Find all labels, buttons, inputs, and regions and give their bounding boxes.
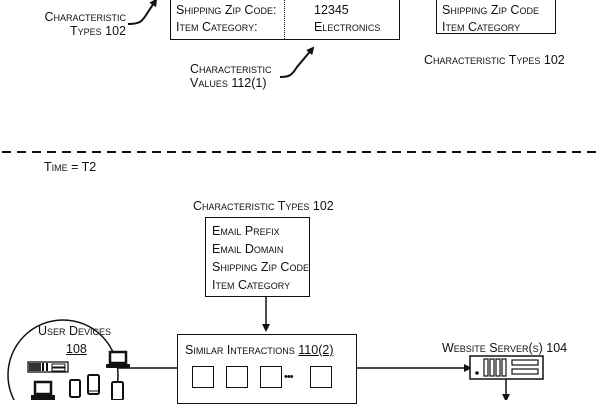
similar-interactions-label: Similar Interactions 110(2) [185, 343, 334, 357]
table-row: Shipping Zip Code: [176, 3, 276, 17]
user-devices-label: User Devices [38, 324, 112, 338]
callout-line: Values 112(1) [190, 76, 267, 90]
callout-line: Types 102 [70, 24, 126, 38]
characteristic-type: Item Category: [176, 20, 258, 34]
types-callout-label: Characteristic Types 102 [38, 10, 126, 38]
callout-line: Characteristic [44, 10, 126, 24]
values-callout-arrow [279, 46, 315, 78]
type-item: Item Category [442, 20, 521, 34]
label-text: Similar Interactions [185, 343, 295, 357]
table-row: Item Category: [176, 20, 258, 34]
laptop-icon [106, 350, 130, 368]
laptop-icon [31, 380, 55, 400]
values-callout-label: Characteristic Values 112(1) [190, 62, 272, 90]
characteristic-types-box: Email Prefix Email Domain Shipping Zip C… [205, 217, 310, 297]
tablet-icon [111, 381, 124, 400]
interaction-square [260, 366, 282, 388]
ellipsis: ••• [284, 371, 294, 383]
type-item: Email Prefix [212, 224, 280, 238]
interaction-square [226, 366, 248, 388]
right-types-box: Shipping Zip Code Item Category [436, 0, 556, 34]
website-servers-label: Website Server(s) 104 [442, 341, 568, 355]
smartphone-icon [87, 374, 100, 395]
type-item: Shipping Zip Code [212, 260, 309, 274]
type-item: Shipping Zip Code [442, 3, 539, 17]
characteristic-type: Shipping Zip Code: [176, 3, 277, 17]
tablet-icon [69, 379, 81, 398]
interaction-square [310, 366, 332, 388]
table-row-value: 12345 [314, 3, 349, 17]
types-label: Characteristic Types 102 [193, 199, 334, 213]
table-column-divider [284, 0, 285, 39]
interaction-square [192, 366, 214, 388]
characteristic-value: Electronics [314, 20, 381, 34]
right-types-label: Characteristic Types 102 [424, 53, 565, 67]
user-devices-ref: 108 [66, 342, 87, 356]
similar-interactions-box: Similar Interactions 110(2) ••• [177, 334, 357, 404]
server-icon [469, 355, 544, 380]
table-row-value: Electronics [314, 20, 380, 34]
types-callout-arrow [127, 0, 158, 25]
label-ref: 110(2) [298, 343, 334, 357]
callout-line: Characteristic [190, 62, 272, 76]
characteristic-value: 12345 [314, 3, 349, 17]
characteristic-values-table: Shipping Zip Code: 12345 Item Category: … [170, 0, 400, 40]
type-item: Email Domain [212, 242, 284, 256]
time-label: Time = T2 [44, 160, 97, 174]
desktop-server-icon [27, 361, 69, 373]
type-item: Item Category [212, 278, 291, 292]
